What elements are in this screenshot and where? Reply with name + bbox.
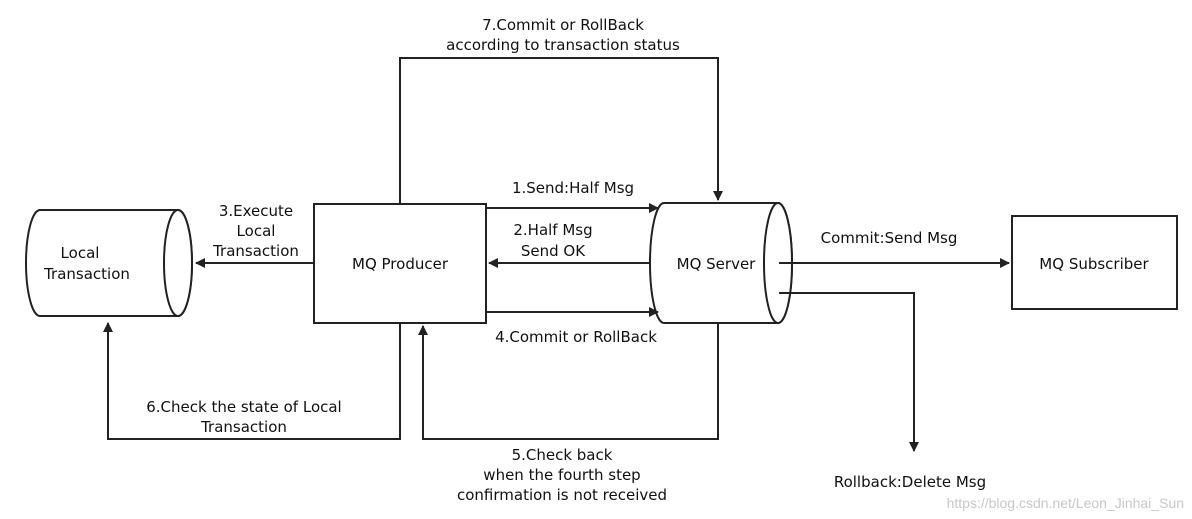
step6-label-line1: 6.Check the state of Local [146, 398, 341, 416]
step7-label-line1: 7.Commit or RollBack [482, 16, 644, 34]
step6-arrow [103, 322, 401, 440]
local-transaction-label-line2: Transaction [43, 265, 130, 283]
step2-label-line1: 2.Half Msg [513, 221, 592, 239]
step4-label: 4.Commit or RollBack [495, 328, 657, 346]
step7-label-line2: according to transaction status [446, 36, 680, 54]
step3-label-line3: Transaction [212, 242, 299, 260]
step5-label-line3: confirmation is not received [457, 486, 667, 504]
local-transaction-label-line1: Local [61, 244, 100, 262]
step3-label-line2: Local [237, 222, 276, 240]
watermark-text: https://blog.csdn.net/Leon_Jinhai_Sun [947, 495, 1184, 511]
step3-label-line1: 3.Execute [219, 202, 293, 220]
mq-subscriber-node: MQ Subscriber [1011, 215, 1178, 310]
rollback-label: Rollback:Delete Msg [834, 473, 986, 491]
mq-producer-node: MQ Producer [313, 203, 487, 324]
step6-label-line2: Transaction [200, 418, 287, 436]
mq-server-node: MQ Server [649, 202, 793, 324]
step1-label: 1.Send:Half Msg [512, 179, 634, 197]
step5-label-line1: 5.Check back [512, 446, 613, 464]
mq-subscriber-label: MQ Subscriber [1039, 255, 1149, 273]
step5-label-line2: when the fourth step [483, 466, 640, 484]
mq-producer-label: MQ Producer [352, 255, 449, 273]
mq-server-label: MQ Server [677, 255, 757, 273]
step2-label-line2: Send OK [521, 242, 586, 260]
local-transaction-node: Local Transaction [25, 209, 193, 317]
rollback-arrow [779, 292, 919, 452]
step5-arrow [418, 323, 719, 440]
commit-label: Commit:Send Msg [821, 229, 958, 247]
step7-arrow [399, 57, 723, 204]
